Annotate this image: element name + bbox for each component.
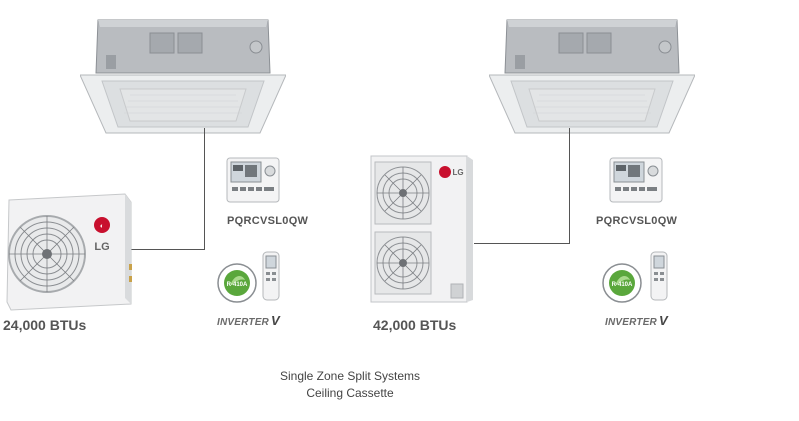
inverter-text: INVERTER (217, 317, 269, 328)
wired-remote-controller-left (226, 157, 280, 203)
handheld-remote-right (650, 251, 668, 301)
caption-line-1: Single Zone Split Systems (279, 369, 421, 383)
wired-remote-controller-right (609, 157, 663, 203)
refrigerant-line-right-vertical (569, 128, 570, 244)
ceiling-cassette-unit-left (80, 19, 286, 134)
svg-text:R-410A: R-410A (227, 282, 248, 288)
inverter-suffix: V (270, 313, 280, 328)
svg-text:R-410A: R-410A (612, 282, 633, 288)
inverter-text: INVERTER (605, 317, 657, 328)
ceiling-cassette-unit-right (489, 19, 695, 134)
controller-model-label-left: PQRCVSL0QW (227, 215, 309, 227)
eco-r410a-badge-right: R-410A (602, 263, 642, 303)
capacity-label-24k: 24,000 BTUs (3, 317, 87, 333)
eco-r410a-badge-left: R-410A (217, 263, 257, 303)
svg-text:◐: ◐ (100, 223, 104, 230)
svg-text:LG: LG (452, 168, 463, 177)
capacity-label-42k: 42,000 BTUs (373, 317, 457, 333)
caption: Single Zone Split Systems Ceiling Casset… (230, 368, 470, 402)
lg-logo-icon (94, 217, 110, 233)
controller-model-label-right: PQRCVSL0QW (596, 215, 678, 227)
handheld-remote-left (262, 251, 280, 301)
outdoor-condenser-unit-24k: ◐ LG (6, 193, 132, 311)
outdoor-condenser-unit-42k: LG (370, 155, 473, 303)
refrigerant-line-left-horizontal (128, 249, 205, 250)
inverter-suffix: V (658, 313, 668, 328)
refrigerant-line-left-vertical (204, 128, 205, 250)
svg-text:LG: LG (94, 241, 109, 253)
caption-line-2: Ceiling Cassette (306, 386, 394, 400)
refrigerant-line-right-horizontal (474, 243, 570, 244)
